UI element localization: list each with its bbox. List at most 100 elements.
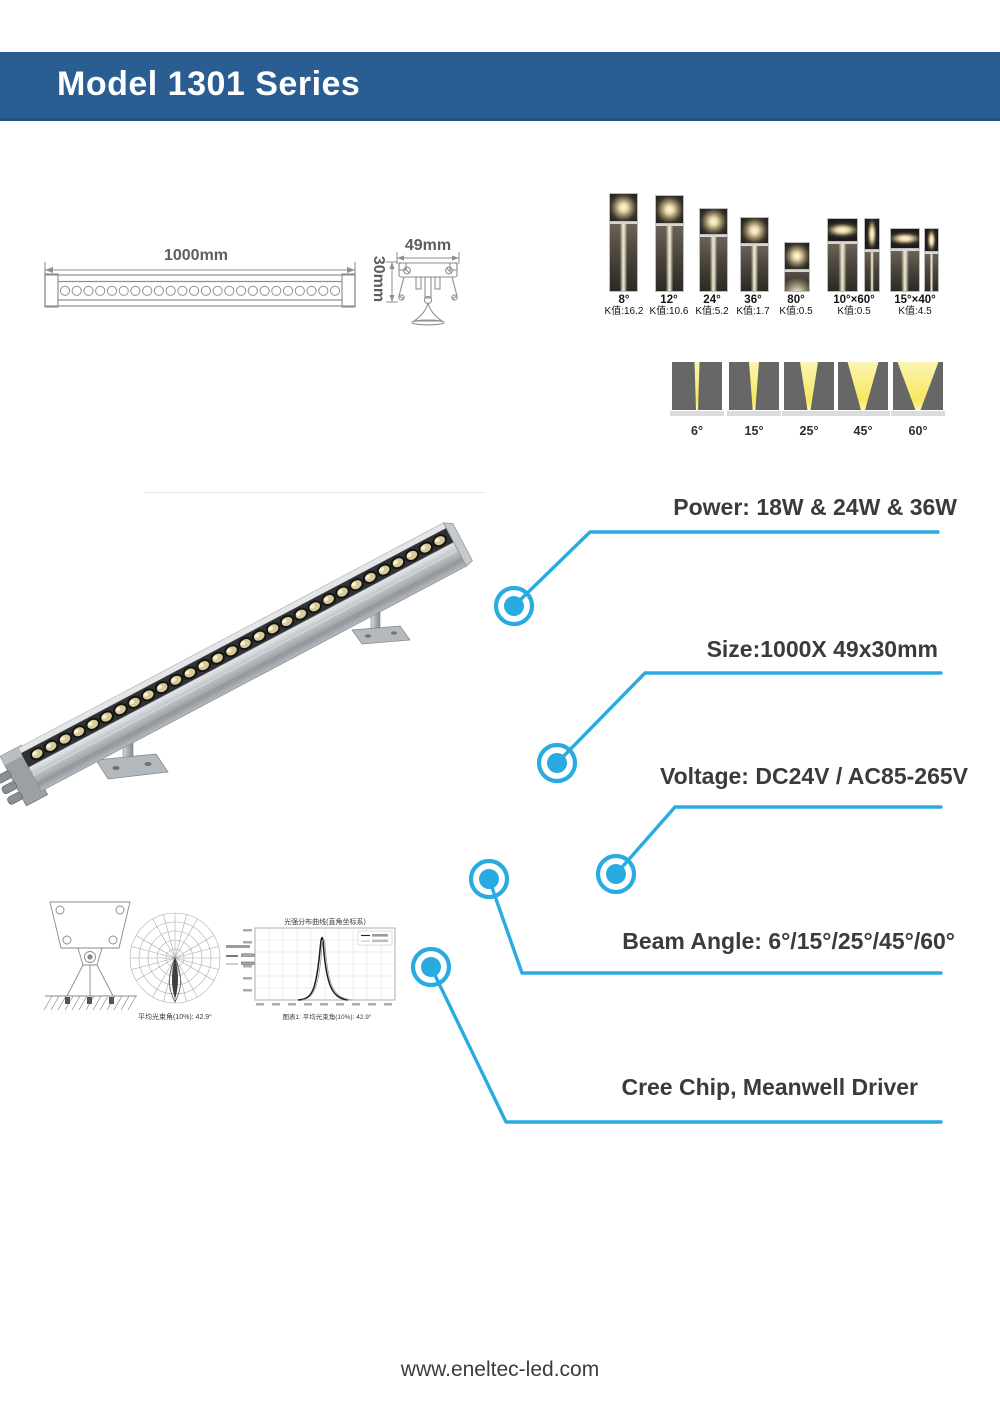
spec-chip-driver: Cree Chip, Meanwell Driver xyxy=(621,1074,918,1100)
wedge-angle-label: 25° xyxy=(799,423,819,438)
wedge-angle-label: 15° xyxy=(744,423,764,438)
beam-spot-photo xyxy=(784,242,810,270)
beam-spot-photo xyxy=(827,218,858,242)
polar-chart-caption: 平均光束角(10%): 42.9° xyxy=(138,1012,212,1021)
spec-size: Size:1000X 49x30mm xyxy=(706,636,938,662)
wedge-15deg: 15° xyxy=(727,362,781,438)
wedge-floor xyxy=(727,411,781,416)
beam-spot-photo xyxy=(864,218,880,250)
led-hole-row xyxy=(59,285,341,296)
beam-photo-8deg xyxy=(609,193,638,292)
length-dimension-label: 1000mm xyxy=(164,247,228,264)
beam-throw-photo xyxy=(740,244,769,292)
beam-k-value: K值:10.6 xyxy=(649,306,689,317)
spec-power: Power: 18W & 24W & 36W xyxy=(673,494,957,520)
light-beam-shape xyxy=(897,362,939,410)
beam-photo-15x40-narrow xyxy=(924,228,939,292)
cartesian-distribution-chart: 光强分布曲线(直角坐标系) xyxy=(243,917,396,1021)
beam-spot-photo xyxy=(890,228,920,249)
callout-line-beam xyxy=(487,877,943,975)
beam-photo-15x40-wide xyxy=(890,228,920,292)
beam-spot-photo xyxy=(740,217,769,244)
wedge-square xyxy=(672,362,722,410)
callout-line-power xyxy=(512,530,940,608)
dim-arrow-left xyxy=(45,267,53,273)
callout-marker xyxy=(539,745,575,781)
beam-k-value: K值:4.5 xyxy=(898,306,932,317)
wedge-25deg: 25° xyxy=(782,362,836,438)
beam-throw-photo xyxy=(609,222,638,292)
beam-k-value: K值:5.2 xyxy=(695,306,729,317)
width-dimension-label: 49mm xyxy=(405,237,451,254)
beam-angle-value: 12° xyxy=(660,294,678,306)
callout-line-size xyxy=(555,671,943,765)
photo-frame-edge xyxy=(145,492,485,493)
wedge-floor xyxy=(891,411,945,416)
callout-marker xyxy=(598,856,634,892)
beam-photo-caption: 24° K值:5.2 xyxy=(670,294,754,318)
beam-photo-10x60-wide xyxy=(827,218,858,292)
wedge-60deg: 60° xyxy=(891,362,945,438)
wedge-45deg: 45° xyxy=(836,362,890,438)
beam-spot-photo xyxy=(924,228,939,252)
beam-photo-caption: 80° K值:0.5 xyxy=(754,294,838,318)
beam-throw-photo xyxy=(784,270,810,292)
product-photo xyxy=(0,522,473,807)
beam-photo-row: 8° K值:16.2 12° K值:10.6 24° K值:5.2 36° K值… xyxy=(600,190,952,330)
beam-throw-photo xyxy=(655,224,684,292)
install-drawing xyxy=(43,901,137,1011)
cartesian-chart-title: 光强分布曲线(直角坐标系) xyxy=(284,917,366,926)
wedge-floor xyxy=(836,411,890,416)
dim-arrow-right xyxy=(347,267,355,273)
callout-marker xyxy=(471,861,507,897)
photometric-diagrams: 平均光束角(10%): 42.9° 光强分布曲线(直角坐标系) xyxy=(43,901,396,1021)
beam-k-value: K值:1.7 xyxy=(736,306,770,317)
wedge-square xyxy=(893,362,943,410)
beam-spot-photo xyxy=(699,208,728,235)
beam-k-value: K值:16.2 xyxy=(604,306,644,317)
beam-photo-caption: 12° K值:10.6 xyxy=(627,294,711,318)
spec-voltage: Voltage: DC24V / AC85-265V xyxy=(659,763,968,789)
beam-angle-value: 15°×40° xyxy=(894,294,936,306)
light-beam-shape xyxy=(694,362,700,410)
spec-beam-angle: Beam Angle: 6°/15°/25°/45°/60° xyxy=(622,928,955,954)
end-view-body xyxy=(398,262,458,326)
beam-throw-photo xyxy=(924,252,939,292)
light-beam-shape xyxy=(749,362,759,410)
wedge-6deg: 6° xyxy=(670,362,724,438)
beam-photo-10x60-narrow xyxy=(864,218,880,292)
wedge-square xyxy=(729,362,779,410)
beam-photo-caption: 36° K值:1.7 xyxy=(711,294,795,318)
footer-url: www.eneltec-led.com xyxy=(400,1358,600,1381)
beam-wedge-row: 6° 15° 25° 45° 60° xyxy=(668,362,958,442)
beam-throw-photo xyxy=(699,235,728,292)
beam-photo-12deg xyxy=(655,195,684,292)
beam-throw-photo xyxy=(827,242,858,292)
dimension-drawing-end: 49mm 30mm xyxy=(370,237,460,326)
beam-angle-value: 80° xyxy=(787,294,805,306)
beam-angle-value: 10°×60° xyxy=(833,294,875,306)
header-bar: Model 1301 Series xyxy=(0,52,1000,121)
beam-throw-photo xyxy=(890,249,920,292)
beam-angle-value: 36° xyxy=(744,294,762,306)
dimension-drawing-front: 1000mm xyxy=(44,247,356,308)
callout-line-voltage xyxy=(614,805,943,876)
wedge-angle-label: 45° xyxy=(853,423,873,438)
led-bar-body xyxy=(0,522,473,807)
beam-angle-value: 24° xyxy=(703,294,721,306)
beam-k-value: K值:0.5 xyxy=(837,306,871,317)
beam-spot-photo xyxy=(655,195,684,224)
wedge-angle-label: 60° xyxy=(908,423,928,438)
wedge-square xyxy=(784,362,834,410)
wedge-angle-label: 6° xyxy=(691,423,703,438)
beam-photo-24deg xyxy=(699,208,728,292)
led-lenses xyxy=(29,534,447,761)
beam-angle-value: 8° xyxy=(618,294,630,306)
wedge-square xyxy=(838,362,888,410)
callout-marker xyxy=(413,949,449,985)
cartesian-chart-caption: 图表1: 平均光束角(10%): 42.9° xyxy=(283,1012,372,1021)
beam-photo-caption: 15°×40° K值:4.5 xyxy=(873,294,957,318)
height-dimension-label: 30mm xyxy=(370,256,387,302)
callout-marker xyxy=(496,588,532,624)
